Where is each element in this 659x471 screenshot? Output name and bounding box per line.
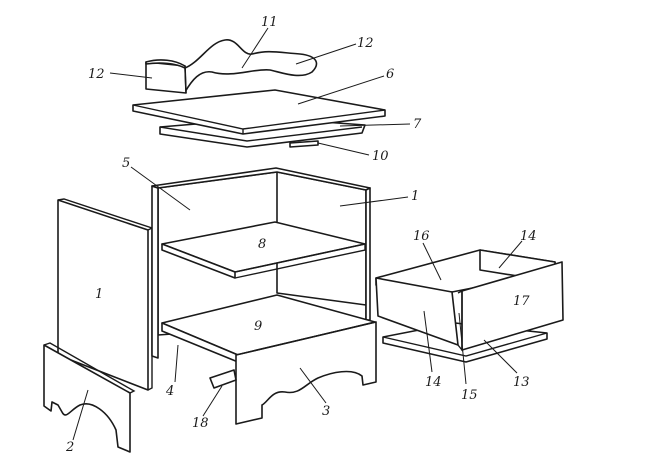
callout-14-bottom: 14 [425,375,442,390]
batten-strip [289,140,319,148]
callout-10: 10 [372,149,389,164]
callout-18: 18 [192,416,209,431]
callout-7: 7 [413,117,422,132]
callout-2: 2 [65,440,74,455]
callout-15: 15 [461,388,478,403]
callout-1-right: 1 [411,189,419,204]
callout-9: 9 [254,319,262,334]
front-plinth [235,321,377,425]
top-rail-assembly [145,39,318,94]
leader-lines [72,27,523,441]
callout-8: 8 [258,237,266,252]
callout-numbers: 11 12 12 6 7 10 5 1 8 1 9 4 3 18 2 16 14… [65,15,537,455]
top-boards [132,89,386,148]
upper-top-board [132,89,386,135]
drawer-assembly [375,249,564,363]
callout-14-top: 14 [520,229,537,244]
callout-12-left: 12 [88,67,105,82]
cross-bar [209,369,237,389]
callout-6: 6 [386,67,394,82]
callout-1-left: 1 [95,287,103,302]
cabinet-left-upright [151,185,159,359]
callout-11: 11 [261,15,278,30]
left-side-assembly [43,198,154,453]
top-rail-back-panel [184,39,318,93]
callout-5: 5 [122,156,130,171]
callout-4: 4 [165,384,174,399]
callout-17: 17 [513,294,530,309]
left-plinth [43,344,131,453]
callout-13: 13 [513,375,530,390]
cabinet-carcass [151,167,377,425]
cabinet-right-edge [365,187,371,321]
callout-12-right: 12 [357,36,374,51]
callout-3: 3 [322,404,330,419]
callout-16: 16 [413,229,430,244]
